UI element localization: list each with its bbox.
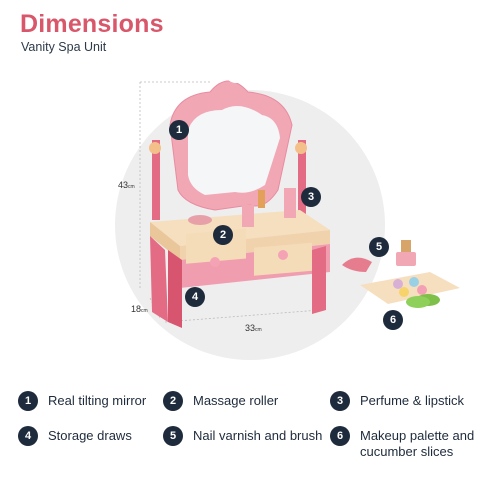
- page-subtitle: Vanity Spa Unit: [21, 40, 107, 54]
- page-title: Dimensions: [20, 10, 164, 38]
- legend-label: Nail varnish and brush: [193, 428, 323, 443]
- legend-number: 1: [18, 391, 38, 411]
- legend-number: 4: [18, 426, 38, 446]
- legend-item-mirror: 1 Real tilting mirror: [18, 391, 146, 411]
- legend-item-massage-roller: 2 Massage roller: [163, 391, 278, 411]
- legend-item-makeup-palette: 6 Makeup palette and cucumber slices: [330, 426, 490, 460]
- legend-label: Makeup palette and cucumber slices: [360, 428, 475, 459]
- dimension-width: 33cm: [245, 323, 262, 333]
- dimension-height: 43cm: [118, 180, 135, 190]
- legend-label: Real tilting mirror: [48, 393, 147, 408]
- callout-4-badge: 4: [185, 287, 205, 307]
- legend-label: Storage draws: [48, 428, 132, 443]
- callout-3-badge: 3: [301, 187, 321, 207]
- legend-number: 6: [330, 426, 350, 446]
- callout-1-badge: 1: [169, 120, 189, 140]
- dimension-width-unit: cm: [255, 327, 262, 333]
- legend-number: 2: [163, 391, 183, 411]
- legend-item-nail-varnish: 5 Nail varnish and brush: [163, 426, 322, 446]
- dimension-depth-value: 18: [131, 304, 142, 314]
- callout-6-badge: 6: [383, 310, 403, 330]
- callout-5-badge: 5: [369, 237, 389, 257]
- legend-item-storage: 4 Storage draws: [18, 426, 132, 446]
- legend-label: Massage roller: [193, 393, 279, 408]
- legend-item-perfume: 3 Perfume & lipstick: [330, 391, 464, 411]
- callout-2-badge: 2: [213, 225, 233, 245]
- product-illustration: [115, 80, 460, 360]
- legend-number: 3: [330, 391, 350, 411]
- dimension-depth: 18cm: [131, 304, 148, 314]
- legend-label: Perfume & lipstick: [360, 393, 465, 408]
- dimension-height-value: 43: [118, 180, 129, 190]
- legend-number: 5: [163, 426, 183, 446]
- dimension-width-value: 33: [245, 323, 256, 333]
- dimension-height-unit: cm: [128, 184, 135, 190]
- dimension-depth-unit: cm: [141, 308, 148, 314]
